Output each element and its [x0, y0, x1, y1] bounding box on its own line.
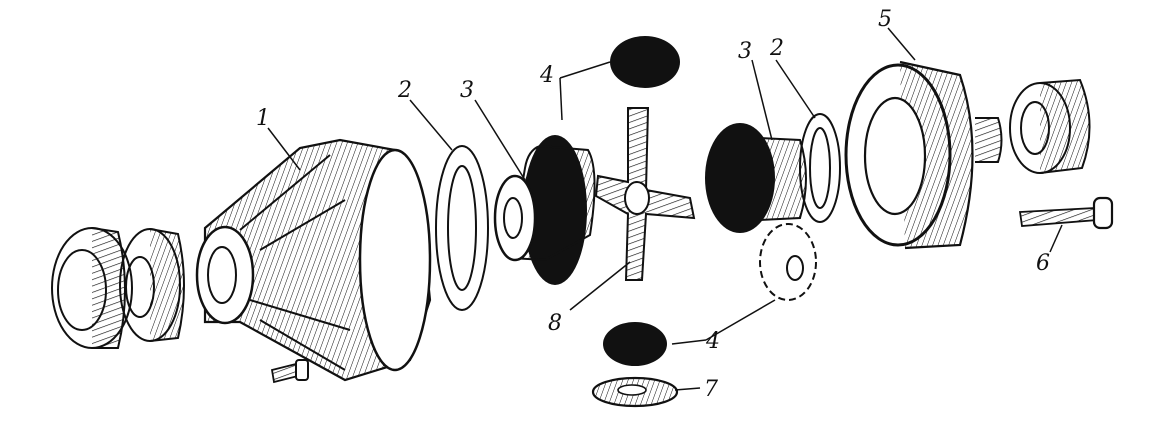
callout-5: 5	[878, 7, 892, 32]
callout-3-left: 3	[460, 78, 474, 103]
callout-labels: 1 2 3 4 3 2 5 6 8 4 7	[256, 7, 1050, 402]
callout-4-top: 4	[539, 63, 554, 88]
bearing-outer-race	[51, 227, 133, 349]
callout-1: 1	[256, 106, 270, 131]
cross-spider	[594, 107, 696, 281]
leader-lines	[267, 27, 1063, 391]
roller-bearing-right	[1009, 78, 1091, 174]
pinion-gear-top	[610, 36, 680, 88]
callout-3-right: 3	[738, 39, 752, 64]
callout-2-right: 2	[769, 36, 784, 61]
callout-7: 7	[704, 377, 718, 402]
roller-bearing-left	[119, 228, 185, 342]
pinion-washer	[591, 376, 679, 408]
pinion-gear-open	[759, 223, 817, 301]
callout-4-bottom: 4	[705, 329, 720, 354]
pinion-gear-bottom	[603, 322, 667, 366]
callout-6: 6	[1036, 251, 1050, 276]
callout-2-left: 2	[397, 78, 412, 103]
differential-case-left	[195, 138, 432, 382]
thrust-washer-right	[799, 113, 841, 223]
side-gear-right	[705, 123, 807, 233]
long-bolt	[1018, 196, 1114, 230]
side-gear-left	[493, 135, 596, 285]
thrust-washer-left	[435, 145, 489, 311]
case-bolt	[270, 359, 309, 384]
callout-8: 8	[548, 311, 562, 336]
differential-case-right	[844, 60, 1003, 250]
